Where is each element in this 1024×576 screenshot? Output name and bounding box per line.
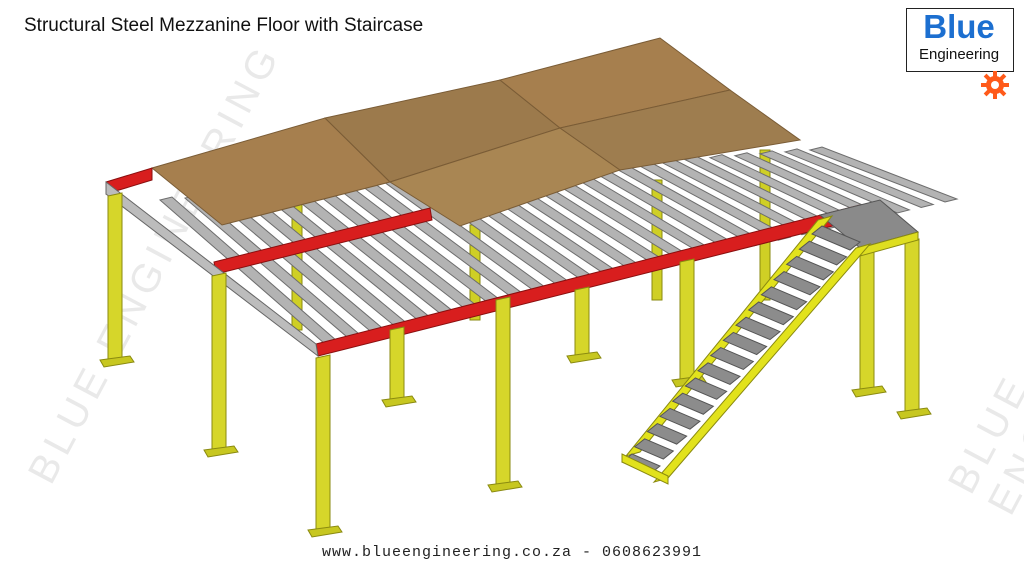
stair-tread [697, 362, 741, 385]
stair-tread [646, 423, 688, 445]
deck-panel [558, 89, 802, 171]
contact-footer: www.blueengineering.co.za - 0608623991 [321, 544, 703, 561]
logo-subtitle: Engineering [918, 46, 1000, 63]
column-base [566, 351, 602, 364]
column [107, 192, 123, 361]
column [859, 246, 875, 391]
stair-tread [709, 347, 755, 371]
column-base [203, 445, 239, 458]
stair-tread [633, 438, 675, 460]
column-base [487, 480, 523, 493]
joist [808, 146, 959, 203]
column [495, 296, 511, 486]
gear-icon [981, 71, 1009, 99]
stair-foot [621, 453, 669, 485]
column [211, 272, 227, 451]
front-columns [99, 192, 932, 538]
stair-tread [811, 225, 861, 251]
stair-tread [798, 240, 848, 266]
logo-box [906, 8, 1014, 72]
staircase [621, 215, 872, 485]
stair-tread [659, 407, 701, 430]
stair-tread [735, 316, 781, 341]
column [904, 238, 920, 413]
joist-field [158, 146, 959, 345]
column-base [896, 407, 932, 420]
stair-tread [722, 331, 768, 356]
joist [758, 150, 911, 214]
column-base [381, 395, 417, 408]
column [315, 354, 331, 531]
stair-tread [747, 301, 795, 326]
column [574, 286, 590, 357]
stair-tread [785, 255, 835, 281]
logo: Blue Engineering [906, 8, 1014, 104]
beam-left-edge [105, 180, 319, 358]
beams [105, 167, 881, 358]
joist [783, 148, 935, 208]
column-base [851, 385, 887, 398]
column [679, 258, 695, 381]
page-title: Structural Steel Mezzanine Floor with St… [24, 15, 424, 36]
column [389, 326, 405, 401]
stair-tread [760, 286, 808, 311]
stair-tread [671, 392, 715, 415]
logo-brand: Blue [923, 8, 995, 45]
column-base [307, 525, 343, 538]
deck-boards [150, 37, 802, 227]
column-base [99, 355, 135, 368]
stair-tread [684, 377, 728, 400]
stair-tread [773, 271, 821, 296]
